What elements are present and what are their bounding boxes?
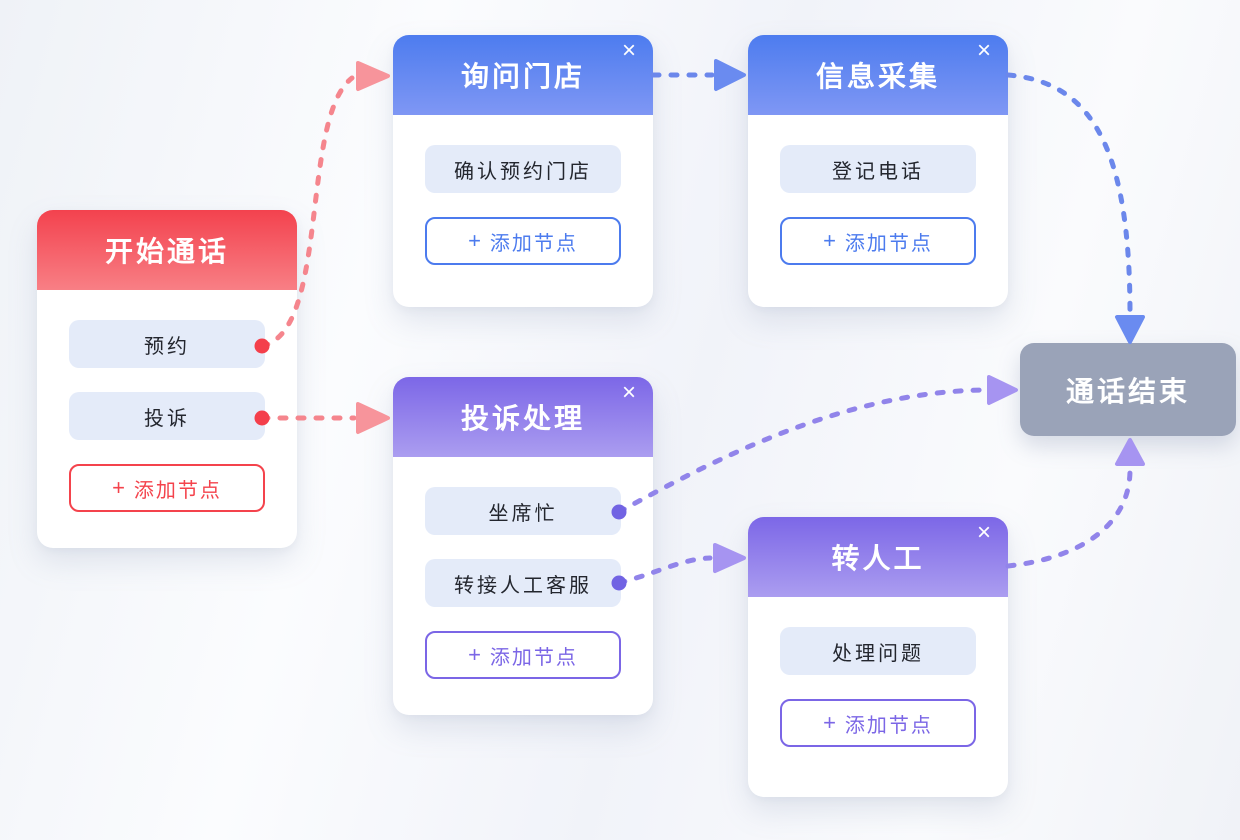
flow-item-complaint[interactable]: 投诉 (69, 392, 265, 440)
node-body: 确认预约门店 + 添加节点 (393, 115, 653, 265)
node-header-complaint-handling[interactable]: 投诉处理 × (393, 377, 653, 457)
node-header-start-call[interactable]: 开始通话 (37, 210, 297, 290)
node-title: 投诉处理 (460, 403, 585, 434)
edge-info-collect-to-end (1005, 72, 1145, 344)
flow-item-appointment[interactable]: 预约 (69, 320, 265, 368)
node-card-start-call: 开始通话 预约 投诉 + 添加节点 (37, 210, 297, 548)
add-node-label: 添加节点 (133, 479, 222, 502)
flow-item-label: 确认预约门店 (454, 160, 592, 183)
node-body: 登记电话 + 添加节点 (748, 115, 1008, 265)
flow-item-label: 投诉 (144, 407, 190, 430)
node-card-transfer-human: 转人工 × 处理问题 + 添加节点 (748, 517, 1008, 797)
node-end-call[interactable]: 通话结束 (1020, 343, 1236, 436)
node-header-ask-store[interactable]: 询问门店 × (393, 35, 653, 115)
node-header-info-collect[interactable]: 信息采集 × (748, 35, 1008, 115)
plus-icon: + (468, 642, 481, 667)
add-node-button[interactable]: + 添加节点 (780, 217, 976, 265)
close-icon[interactable]: × (621, 37, 639, 64)
add-node-label: 添加节点 (844, 232, 933, 255)
flow-item-label: 处理问题 (832, 642, 924, 665)
plus-icon: + (823, 710, 836, 735)
node-card-ask-store: 询问门店 × 确认预约门店 + 添加节点 (393, 35, 653, 307)
node-body: 坐席忙 转接人工客服 + 添加节点 (393, 457, 653, 679)
flow-item-label: 预约 (144, 335, 190, 358)
edge-transfer-node-to-end (1005, 438, 1145, 569)
close-icon[interactable]: × (976, 519, 994, 546)
add-node-label: 添加节点 (489, 232, 578, 255)
add-node-button[interactable]: + 添加节点 (780, 699, 976, 747)
node-body: 处理问题 + 添加节点 (748, 597, 1008, 747)
plus-icon: + (112, 475, 125, 500)
flow-item-register-phone[interactable]: 登记电话 (780, 145, 976, 193)
edge-agent-busy-to-end (611, 375, 1018, 520)
flow-item-handle-issue[interactable]: 处理问题 (780, 627, 976, 675)
add-node-label: 添加节点 (844, 714, 933, 737)
node-title: 询问门店 (460, 61, 585, 92)
flow-item-agent-busy[interactable]: 坐席忙 (425, 487, 621, 535)
node-card-info-collect: 信息采集 × 登记电话 + 添加节点 (748, 35, 1008, 307)
flow-item-label: 转接人工客服 (454, 574, 592, 597)
node-card-complaint-handling: 投诉处理 × 坐席忙 转接人工客服 + 添加节点 (393, 377, 653, 715)
close-icon[interactable]: × (976, 37, 994, 64)
add-node-button[interactable]: + 添加节点 (425, 217, 621, 265)
node-title: 信息采集 (815, 61, 940, 92)
flow-item-label: 登记电话 (832, 160, 924, 183)
node-title: 转人工 (831, 543, 925, 574)
flow-item-label: 坐席忙 (488, 502, 558, 525)
add-node-button[interactable]: + 添加节点 (69, 464, 265, 512)
plus-icon: + (468, 228, 481, 253)
node-header-transfer-human[interactable]: 转人工 × (748, 517, 1008, 597)
add-node-button[interactable]: + 添加节点 (425, 631, 621, 679)
edge-ask-store-to-info-collect (650, 59, 746, 91)
add-node-label: 添加节点 (489, 646, 578, 669)
node-title: 开始通话 (104, 236, 229, 267)
plus-icon: + (823, 228, 836, 253)
close-icon[interactable]: × (621, 379, 639, 406)
node-title: 通话结束 (1065, 375, 1190, 407)
flow-item-transfer-agent[interactable]: 转接人工客服 (425, 559, 621, 607)
node-body: 预约 投诉 + 添加节点 (37, 290, 297, 512)
flow-item-confirm-store[interactable]: 确认预约门店 (425, 145, 621, 193)
